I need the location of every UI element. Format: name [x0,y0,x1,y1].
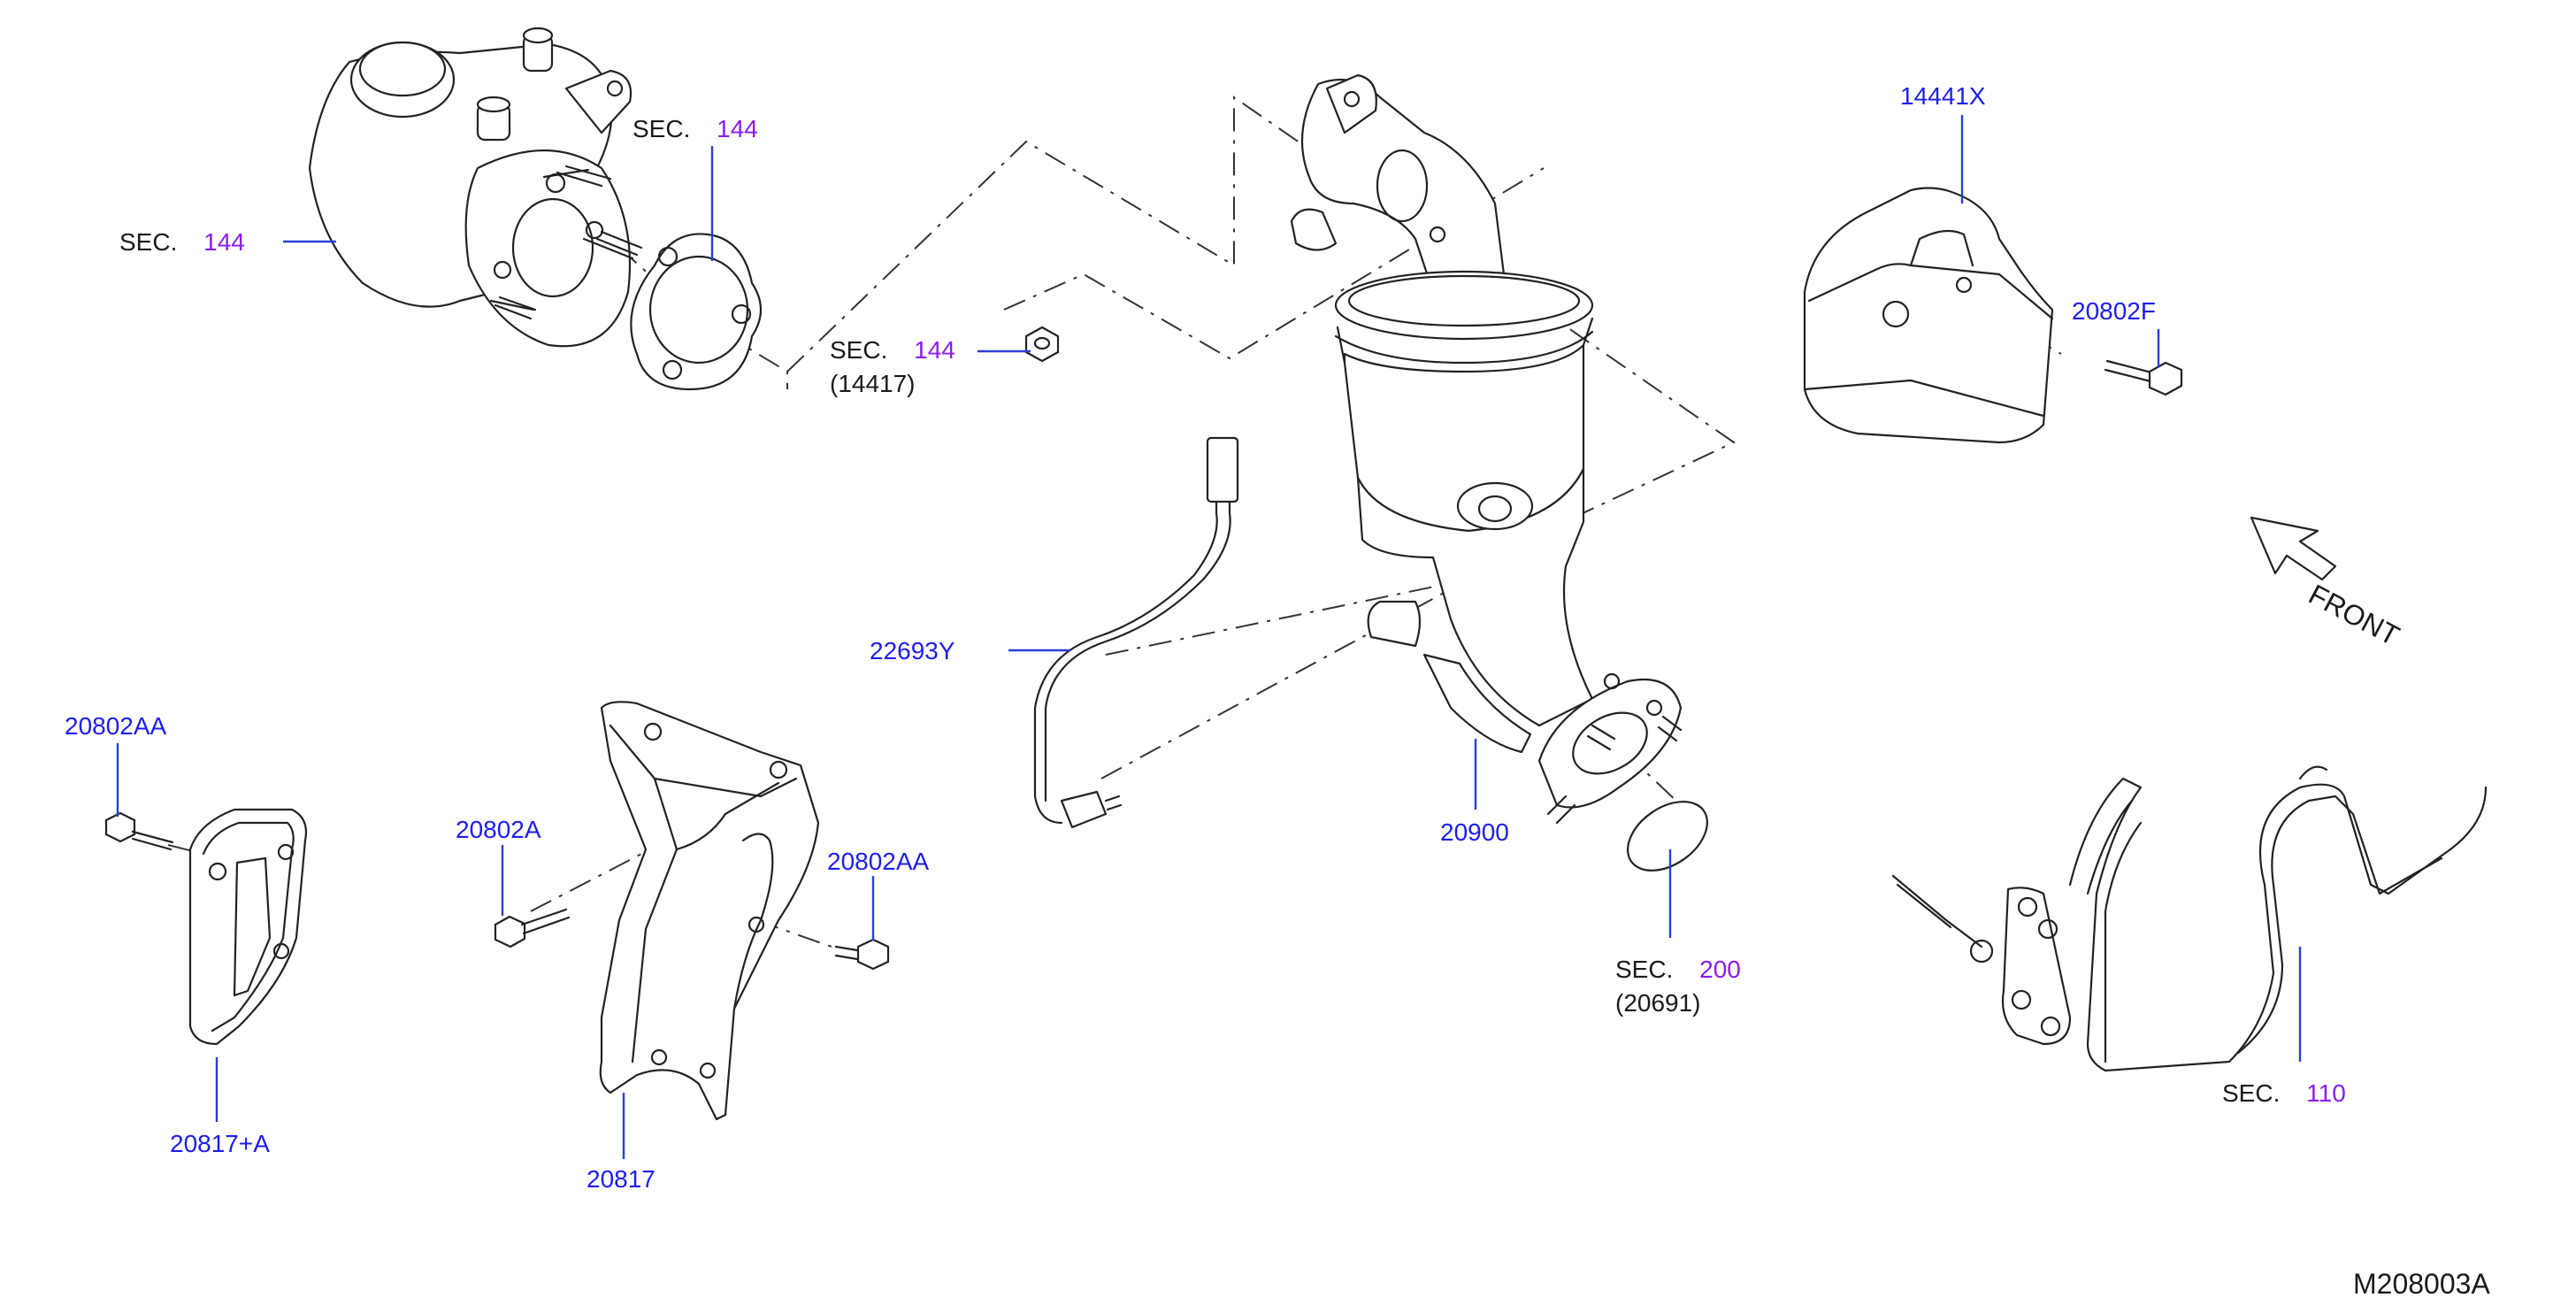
sec-number-144: 144 [914,336,955,364]
sec-number-144: 144 [717,115,758,142]
sec-word: SEC. [830,336,888,364]
sec-number-200: 200 [1699,956,1741,983]
part-number-20802AA-middle: 20802AA [827,848,930,875]
part-number-20802AA-left: 20802AA [65,712,167,740]
nut-part-ref: (14417) [830,370,916,397]
bracket-20817 [599,701,820,1121]
front-arrow-icon [2250,516,2337,581]
sec-word: SEC. [1615,956,1674,983]
bolt-20802A [494,908,571,948]
heat-shield [1803,187,2054,444]
part-number-20817A: 20817+A [170,1130,270,1157]
sec-label-engine: SEC. 110 [2222,1079,2346,1108]
part-number-20900: 20900 [1440,818,1509,846]
part-number-20802A: 20802A [456,816,541,843]
sec-number-110: 110 [2306,1079,2346,1107]
sec-number-144: 144 [203,228,245,256]
exhaust-outlet-gasket [1627,801,1708,871]
turbo-outlet-gasket [630,233,762,391]
sec-word: SEC. [119,228,178,256]
sec-word: SEC. [632,115,691,142]
sec-label-turbo-top: SEC. 144 [632,115,758,143]
bolt-20802AA-middle [834,938,890,971]
diagram-code: M208003A [2353,1268,2490,1300]
nut [1024,326,1060,363]
sec-label-gasket: SEC. 200 [1615,956,1741,984]
gasket-part-ref: (20691) [1615,989,1701,1017]
bracket-20817A [188,808,308,1046]
part-number-14441X: 14441X [1900,82,1986,110]
turbocharger [308,27,643,348]
sec-word: SEC. [2222,1079,2281,1107]
oxygen-sensor [1033,436,1239,829]
bolt-20802F [2104,359,2183,396]
sec-label-turbo-left: SEC. 144 [119,228,245,257]
catalytic-converter [1290,73,1683,825]
sec-label-nut: SEC. 144 [830,336,955,365]
part-number-20802F: 20802F [2072,297,2156,325]
bolt-20802AA-left [104,811,174,851]
part-number-22693Y: 22693Y [870,637,955,664]
engine-block-section [1891,765,2488,1072]
part-number-20817: 20817 [586,1165,656,1193]
leader-lines [116,115,2302,1159]
